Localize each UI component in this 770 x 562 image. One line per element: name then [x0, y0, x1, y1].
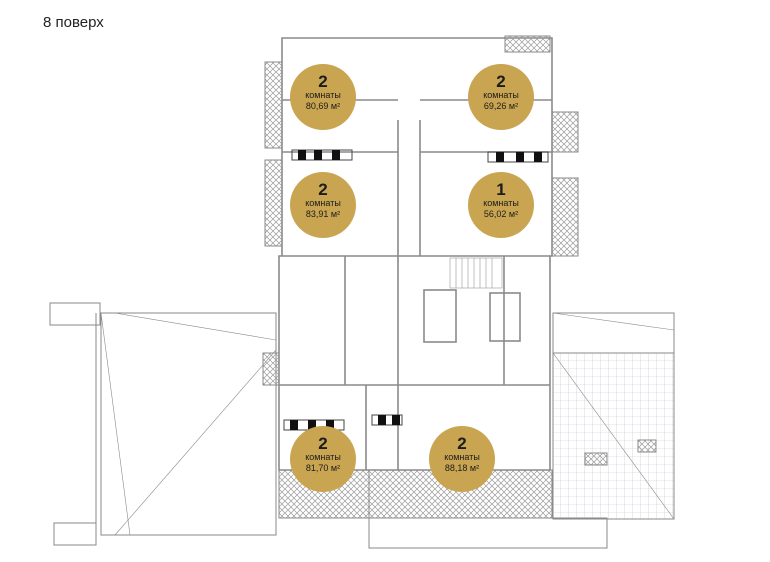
apartment-area: 69,26 м² — [483, 101, 519, 111]
floor-title: 8 поверх — [43, 14, 104, 31]
left-terrace — [49, 302, 277, 546]
apartment-badge-5[interactable]: 2 комнаты 81,70 м² — [290, 426, 356, 492]
apartment-badge-4[interactable]: 1 комнаты 56,02 м² — [468, 172, 534, 238]
apartment-area: 81,70 м² — [305, 463, 341, 473]
apartment-badge-6[interactable]: 2 комнаты 88,18 м² — [429, 426, 495, 492]
apartment-badge-3[interactable]: 2 комнаты 83,91 м² — [290, 172, 356, 238]
apartment-rooms-label: комнаты — [305, 90, 341, 100]
apartment-area: 83,91 м² — [305, 209, 341, 219]
apartment-rooms-count: 2 — [318, 434, 328, 453]
apartment-rooms-count: 2 — [496, 72, 506, 91]
side-balconies — [262, 35, 579, 386]
stairwell — [449, 257, 503, 289]
apartment-rooms-label: комнаты — [305, 452, 341, 462]
window-markers — [283, 149, 549, 431]
apartment-badge-2[interactable]: 2 комнаты 69,26 м² — [468, 64, 534, 130]
apartment-rooms-count: 2 — [457, 434, 467, 453]
apartment-area: 56,02 м² — [483, 209, 519, 219]
apartment-rooms-label: комнаты — [483, 198, 519, 208]
apartment-rooms-label: комнаты — [305, 198, 341, 208]
right-terrace — [552, 312, 675, 520]
apartment-badge-1[interactable]: 2 комнаты 80,69 м² — [290, 64, 356, 130]
apartment-rooms-count: 1 — [496, 180, 506, 199]
apartment-area: 88,18 м² — [444, 463, 480, 473]
apartment-rooms-count: 2 — [318, 180, 328, 199]
apartment-rooms-label: комнаты — [483, 90, 519, 100]
apartment-rooms-label: комнаты — [444, 452, 480, 462]
apartment-area: 80,69 м² — [305, 101, 341, 111]
apartment-rooms-count: 2 — [318, 72, 328, 91]
